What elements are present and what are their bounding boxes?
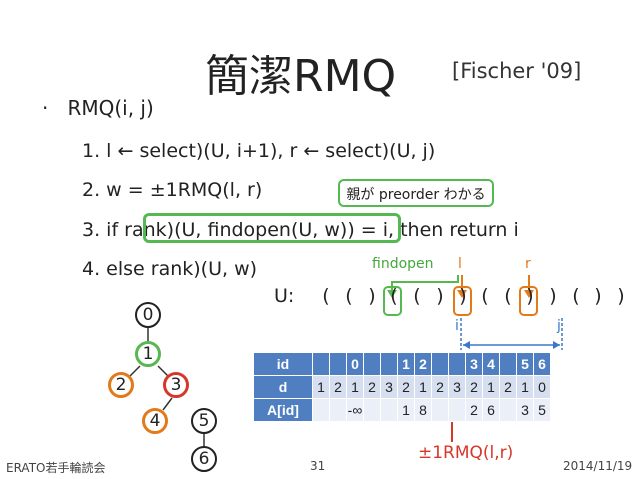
rank-findopen-highlight <box>143 213 401 243</box>
table-row: d 1 2 1 2 3 2 1 2 3 2 1 2 1 0 <box>253 375 551 399</box>
a-cell <box>499 398 517 422</box>
slide-title: 簡潔RMQ <box>205 51 397 102</box>
j-label: j <box>557 318 561 334</box>
step-1: 1. l ← select)(U, i+1), r ← select)(U, j… <box>82 140 436 162</box>
range-arrow-right <box>553 341 560 349</box>
range-arrow-left <box>463 341 470 349</box>
id-cell: 2 <box>414 352 432 376</box>
table-row: A[id] -∞ 1 8 2 6 3 5 <box>253 398 551 422</box>
bullet-rmq: · RMQ(i, j) <box>42 96 154 120</box>
page-number: 31 <box>310 459 326 473</box>
depth-cell: 1 <box>482 375 500 399</box>
note-box: 親が preorder わかる <box>338 179 494 207</box>
array-table: id 0 1 2 3 4 5 6 d 1 2 1 2 3 2 1 2 3 2 1… <box>253 352 551 422</box>
depth-cell: 1 <box>346 375 364 399</box>
paren: ( <box>572 285 580 307</box>
id-cell <box>329 352 347 376</box>
tree-node-6: 6 <box>191 446 217 472</box>
a-cell <box>380 398 398 422</box>
l-label: l <box>458 256 462 272</box>
a-cell: 1 <box>397 398 415 422</box>
paren: ) <box>617 285 625 307</box>
id-cell <box>363 352 381 376</box>
depth-cell: 1 <box>414 375 432 399</box>
tree-node-0: 0 <box>135 302 161 328</box>
paren: ( <box>345 285 353 307</box>
result-label: ±1RMQ(l,r) <box>418 443 514 463</box>
paren-box-findopen <box>383 286 402 316</box>
paren: ( <box>322 285 330 307</box>
r-arrowhead <box>524 290 534 298</box>
depth-cell: 2 <box>499 375 517 399</box>
paren: ) <box>436 285 444 307</box>
paren: ) <box>368 285 376 307</box>
id-cell: 0 <box>346 352 364 376</box>
bullet-text: RMQ(i, j) <box>67 96 154 120</box>
paren: ) <box>549 285 557 307</box>
step-3: 3. if rank)(U, findopen(U, w)) = i, then… <box>82 219 519 241</box>
a-cell <box>431 398 449 422</box>
tree-node-4: 4 <box>142 408 168 434</box>
depth-cell: 2 <box>329 375 347 399</box>
findopen-label: findopen <box>372 256 434 272</box>
id-cell <box>312 352 330 376</box>
depth-cell: 3 <box>380 375 398 399</box>
a-cell <box>312 398 330 422</box>
a-cell <box>363 398 381 422</box>
id-cell: 1 <box>397 352 415 376</box>
id-cell <box>448 352 466 376</box>
footer-left: ERATO若手輪読会 <box>6 461 106 475</box>
r-label: r <box>525 256 531 272</box>
depth-cell: 1 <box>516 375 534 399</box>
paren: ) <box>459 285 467 307</box>
step-4: 4. else rank)(U, w) <box>82 258 258 280</box>
a-cell: 3 <box>516 398 534 422</box>
paren: ( <box>504 285 512 307</box>
tree-node-2: 2 <box>108 372 134 398</box>
tree-node-3: 3 <box>163 372 189 398</box>
row-header-d: d <box>253 375 313 399</box>
a-cell <box>448 398 466 422</box>
u-label: U: <box>274 285 295 307</box>
row-header-a: A[id] <box>253 398 313 422</box>
paren: ) <box>594 285 602 307</box>
depth-cell: 2 <box>465 375 483 399</box>
paren: ( <box>390 285 398 307</box>
paren: ( <box>481 285 489 307</box>
paren-box-l <box>453 286 472 316</box>
id-cell <box>431 352 449 376</box>
depth-cell: 3 <box>448 375 466 399</box>
id-cell: 3 <box>465 352 483 376</box>
a-cell: 8 <box>414 398 432 422</box>
a-cell: 5 <box>533 398 551 422</box>
tree-node-5: 5 <box>191 408 217 434</box>
depth-cell: 2 <box>431 375 449 399</box>
l-arrowhead <box>457 290 467 298</box>
tree-node-1: 1 <box>135 341 161 367</box>
paren: ) <box>526 285 534 307</box>
id-cell: 4 <box>482 352 500 376</box>
id-cell: 6 <box>533 352 551 376</box>
id-cell: 5 <box>516 352 534 376</box>
id-cell <box>380 352 398 376</box>
step-2: 2. w = ±1RMQ(l, r) <box>82 179 263 201</box>
footer-right: 2014/11/19 <box>563 459 633 473</box>
i-label: i <box>455 318 459 334</box>
a-cell: 2 <box>465 398 483 422</box>
tree-edge-3-4 <box>162 397 173 411</box>
paren: ( <box>413 285 421 307</box>
findopen-arrowhead <box>387 290 397 298</box>
a-cell: -∞ <box>346 398 364 422</box>
a-cell <box>329 398 347 422</box>
id-cell <box>499 352 517 376</box>
citation: [Fischer '09] <box>452 59 582 83</box>
a-cell: 6 <box>482 398 500 422</box>
depth-cell: 2 <box>397 375 415 399</box>
depth-cell: 0 <box>533 375 551 399</box>
depth-cell: 2 <box>363 375 381 399</box>
paren-box-r <box>519 286 538 316</box>
depth-cell: 1 <box>312 375 330 399</box>
table-row: id 0 1 2 3 4 5 6 <box>253 352 551 376</box>
row-header-id: id <box>253 352 313 376</box>
